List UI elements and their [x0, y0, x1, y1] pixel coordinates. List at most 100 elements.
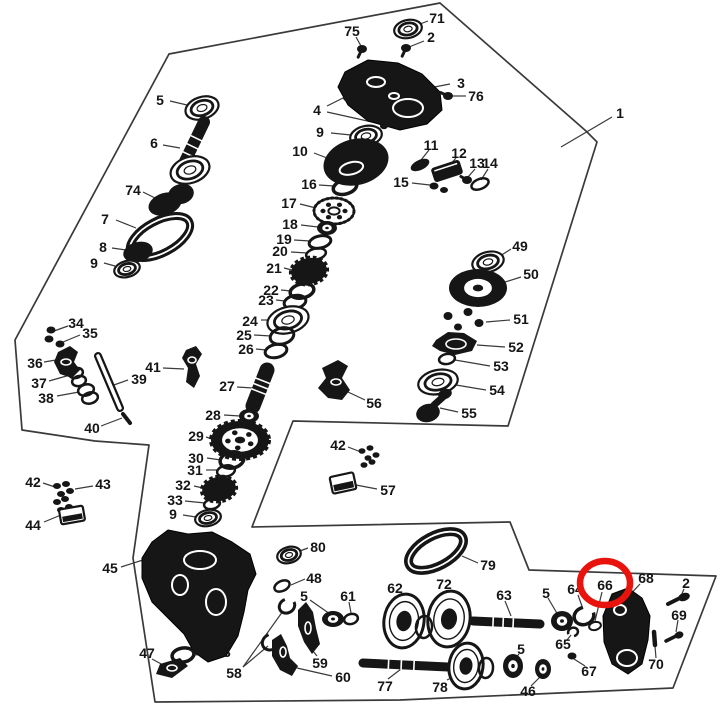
part-glyph-79	[404, 527, 468, 575]
part-label-68: 68	[638, 570, 654, 586]
part-label-67: 67	[581, 663, 597, 679]
part-label-75: 75	[344, 23, 360, 39]
part-glyph-58a	[277, 597, 297, 615]
part-glyph-16	[331, 177, 359, 197]
part-label-57: 57	[380, 482, 396, 498]
leader-line	[223, 414, 241, 417]
part-glyph-42b1	[53, 483, 61, 489]
part-glyph-59	[298, 602, 320, 654]
part-label-10: 10	[292, 143, 308, 159]
part-label-65: 65	[555, 636, 571, 652]
leader-line	[420, 149, 430, 161]
part-label-76: 76	[468, 88, 484, 104]
part-label-71: 71	[429, 10, 445, 26]
leader-line	[387, 668, 402, 680]
leader-line	[299, 203, 317, 209]
part-glyph-42a1	[358, 448, 366, 454]
leader-line	[290, 578, 306, 586]
leader-line	[169, 100, 188, 106]
part-glyph-43a	[66, 488, 74, 494]
leader-line	[184, 500, 206, 504]
part-glyph-13	[459, 175, 472, 184]
part-glyph-15a	[429, 182, 439, 190]
part-glyph-53	[437, 352, 457, 366]
part-label-6: 6	[150, 135, 158, 151]
part-label-33: 33	[167, 492, 183, 508]
part-glyph-9b	[113, 259, 141, 279]
part-glyph-54	[417, 368, 459, 396]
part-label-30: 30	[188, 450, 204, 466]
leader-line	[547, 597, 559, 616]
leader-line	[42, 482, 56, 488]
part-glyph-29	[209, 419, 271, 461]
leader-line	[162, 144, 181, 149]
leader-lines	[42, 20, 685, 687]
part-glyph-36	[54, 346, 80, 378]
part-label-41: 41	[145, 359, 161, 375]
part-glyph-24	[266, 305, 310, 335]
part-label-34: 34	[68, 315, 84, 331]
part-glyph-51a	[443, 312, 453, 320]
part-label-63: 63	[496, 587, 512, 603]
leader-line	[467, 168, 476, 178]
part-label-11: 11	[424, 137, 439, 153]
part-label-40: 40	[84, 420, 100, 436]
part-glyph-42a2	[366, 445, 374, 451]
leader-line	[313, 152, 328, 159]
part-glyph-52	[432, 332, 477, 355]
leader-line	[74, 485, 94, 490]
leader-line	[573, 658, 586, 667]
leader-line	[654, 645, 657, 659]
leader-line	[355, 484, 378, 490]
part-glyph-51d	[474, 319, 484, 327]
leader-line	[411, 182, 431, 186]
part-label-1: 1	[616, 105, 624, 121]
part-label-47: 47	[139, 645, 155, 661]
part-glyph-18	[317, 221, 337, 235]
part-glyph-11	[410, 158, 430, 172]
highlight-circle	[576, 557, 634, 609]
part-glyph-63	[468, 616, 545, 629]
part-glyph-37a	[67, 366, 85, 380]
part-glyph-66	[588, 620, 602, 632]
part-glyph-2b-head	[678, 592, 690, 602]
part-glyph-2-top	[400, 44, 411, 58]
parts-layer	[44, 18, 690, 691]
part-label-22: 22	[263, 282, 279, 298]
part-label-42: 42	[330, 437, 346, 453]
part-glyph-76	[439, 91, 453, 100]
part-glyph-28	[239, 409, 259, 423]
leader-line	[293, 239, 311, 242]
part-label-7: 7	[101, 211, 109, 227]
part-label-23: 23	[258, 292, 274, 308]
part-label-58: 58	[226, 665, 242, 681]
part-label-74: 74	[125, 182, 141, 198]
part-glyph-42b4	[53, 499, 61, 505]
part-label-9: 9	[90, 255, 98, 271]
part-glyph-45	[141, 529, 257, 663]
leader-line	[476, 344, 506, 348]
part-glyph-60	[272, 634, 298, 676]
part-glyph-69-stem	[664, 634, 678, 643]
part-glyph-14	[470, 177, 490, 191]
part-glyph-64	[572, 605, 596, 627]
part-glyph-32	[199, 474, 239, 504]
part-glyph-6-flange	[169, 155, 211, 185]
part-glyph-41	[182, 346, 202, 388]
part-label-5: 5	[542, 585, 550, 601]
leader-line	[309, 599, 331, 615]
part-glyph-57	[328, 471, 358, 495]
part-label-32: 32	[175, 477, 191, 493]
part-label-61: 61	[340, 588, 356, 604]
part-label-15: 15	[393, 174, 409, 190]
part-label-9: 9	[316, 124, 324, 140]
part-glyph-21	[288, 255, 330, 287]
part-glyph-70	[651, 629, 658, 648]
part-label-42: 42	[25, 474, 41, 490]
part-label-5: 5	[517, 641, 525, 657]
part-label-35: 35	[82, 325, 98, 341]
part-glyph-78-side	[477, 656, 495, 680]
leader-line	[111, 247, 127, 251]
part-glyph-26	[263, 342, 289, 360]
leader-line	[62, 334, 81, 343]
